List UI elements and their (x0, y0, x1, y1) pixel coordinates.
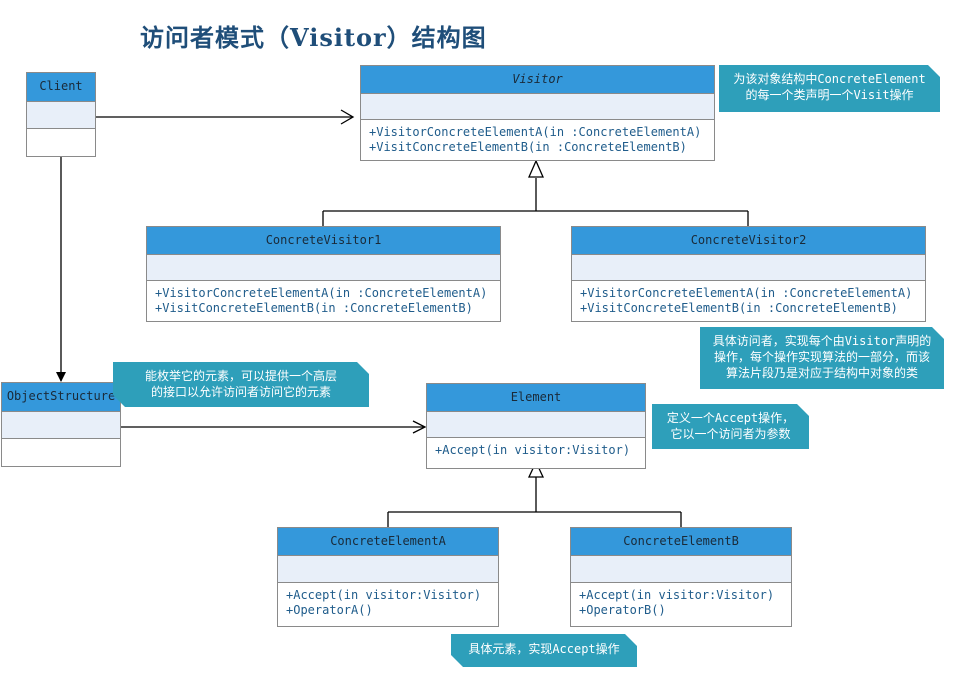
operation: +VisitorConcreteElementA(in :ConcreteEle… (369, 125, 702, 139)
callout-line: 的每一个类声明一个Visit操作 (745, 88, 914, 102)
callout-concrete-element-note: 具体元素，实现Accept操作 (451, 634, 637, 667)
arrowhead-client-to-visitor (340, 109, 355, 125)
callout-line: 为该对象结构中ConcreteElement (733, 72, 926, 86)
class-concreteelementa-title: ConcreteElementA (278, 528, 498, 556)
callout-line: 定义一个Accept操作， (666, 411, 795, 425)
class-client-attributes (27, 102, 95, 129)
class-client-operations (27, 129, 95, 156)
callout-element-note: 定义一个Accept操作， 它以一个访问者为参数 (652, 404, 809, 449)
class-visitor-attributes (361, 94, 714, 120)
class-concretevisitor1-operations: +VisitorConcreteElementA(in :ConcreteEle… (147, 281, 500, 320)
class-objectstructure-operations (2, 439, 120, 466)
class-concreteelementb-title: ConcreteElementB (571, 528, 791, 556)
callout-line: 具体访问者，实现每个由Visitor声明的 (712, 334, 932, 348)
class-concreteelementb-attributes (571, 556, 791, 583)
class-concreteelementb[interactable]: ConcreteElementB +Accept(in visitor:Visi… (570, 527, 792, 627)
operation: +Accept(in visitor:Visitor) (286, 588, 482, 602)
callout-line: 它以一个访问者为参数 (670, 427, 791, 441)
class-objectstructure[interactable]: ObjectStructure (1, 382, 121, 467)
class-visitor[interactable]: Visitor +VisitorConcreteElementA(in :Con… (360, 65, 715, 161)
class-concretevisitor2-title: ConcreteVisitor2 (572, 227, 925, 255)
class-client[interactable]: Client (26, 72, 96, 157)
callout-line: 算法片段乃是对应于结构中对象的类 (725, 366, 918, 380)
class-element[interactable]: Element +Accept(in visitor:Visitor) (426, 383, 646, 469)
arrowhead-visitor-generalization (528, 159, 544, 178)
callout-line: 能枚举它的元素，可以提供一个高层 (144, 369, 337, 383)
class-element-attributes (427, 412, 645, 438)
page-title: 访问者模式（Visitor）结构图 (140, 23, 487, 52)
callout-line: 的接口以允许访问者访问它的元素 (150, 385, 331, 399)
operation: +VisitConcreteElementB(in :ConcreteEleme… (580, 301, 898, 315)
class-client-title: Client (27, 73, 95, 102)
arrowhead-element-generalization (527, 460, 545, 478)
class-concretevisitor2-attributes (572, 255, 925, 281)
class-concretevisitor2[interactable]: ConcreteVisitor2 +VisitorConcreteElement… (571, 226, 926, 322)
class-visitor-title: Visitor (361, 66, 714, 94)
callout-objectstructure-note: 能枚举它的元素，可以提供一个高层 的接口以允许访问者访问它的元素 (113, 362, 369, 407)
class-concreteelementa[interactable]: ConcreteElementA +Accept(in visitor:Visi… (277, 527, 499, 627)
class-concreteelementb-operations: +Accept(in visitor:Visitor) +OperatorB() (571, 583, 791, 622)
operation: +VisitorConcreteElementA(in :ConcreteEle… (580, 286, 913, 300)
class-concreteelementa-attributes (278, 556, 498, 583)
operation: +OperatorB() (579, 603, 666, 617)
callout-line: 具体元素，实现Accept操作 (468, 642, 620, 656)
operation: +VisitConcreteElementB(in :ConcreteEleme… (369, 140, 687, 154)
operation: +Accept(in visitor:Visitor) (579, 588, 775, 602)
operation: +Accept(in visitor:Visitor) (435, 443, 631, 457)
class-objectstructure-title: ObjectStructure (2, 383, 120, 412)
class-concretevisitor1-attributes (147, 255, 500, 281)
operation: +VisitConcreteElementB(in :ConcreteEleme… (155, 301, 473, 315)
class-concretevisitor1-title: ConcreteVisitor1 (147, 227, 500, 255)
class-objectstructure-attributes (2, 412, 120, 439)
operation: +OperatorA() (286, 603, 373, 617)
class-visitor-operations: +VisitorConcreteElementA(in :ConcreteEle… (361, 120, 714, 159)
class-concretevisitor2-operations: +VisitorConcreteElementA(in :ConcreteEle… (572, 281, 925, 320)
callout-concrete-visitor-note: 具体访问者，实现每个由Visitor声明的 操作，每个操作实现算法的一部分，而该… (700, 327, 944, 389)
class-concreteelementa-operations: +Accept(in visitor:Visitor) +OperatorA() (278, 583, 498, 622)
callout-visitor-note: 为该对象结构中ConcreteElement 的每一个类声明一个Visit操作 (719, 65, 940, 112)
callout-line: 操作，每个操作实现算法的一部分，而该 (713, 350, 930, 364)
class-element-title: Element (427, 384, 645, 412)
class-element-operations: +Accept(in visitor:Visitor) (427, 438, 645, 462)
arrowhead-objectstructure-to-element (412, 420, 427, 434)
arrowhead-client-to-objectstructure (56, 372, 66, 382)
class-concretevisitor1[interactable]: ConcreteVisitor1 +VisitorConcreteElement… (146, 226, 501, 322)
operation: +VisitorConcreteElementA(in :ConcreteEle… (155, 286, 488, 300)
